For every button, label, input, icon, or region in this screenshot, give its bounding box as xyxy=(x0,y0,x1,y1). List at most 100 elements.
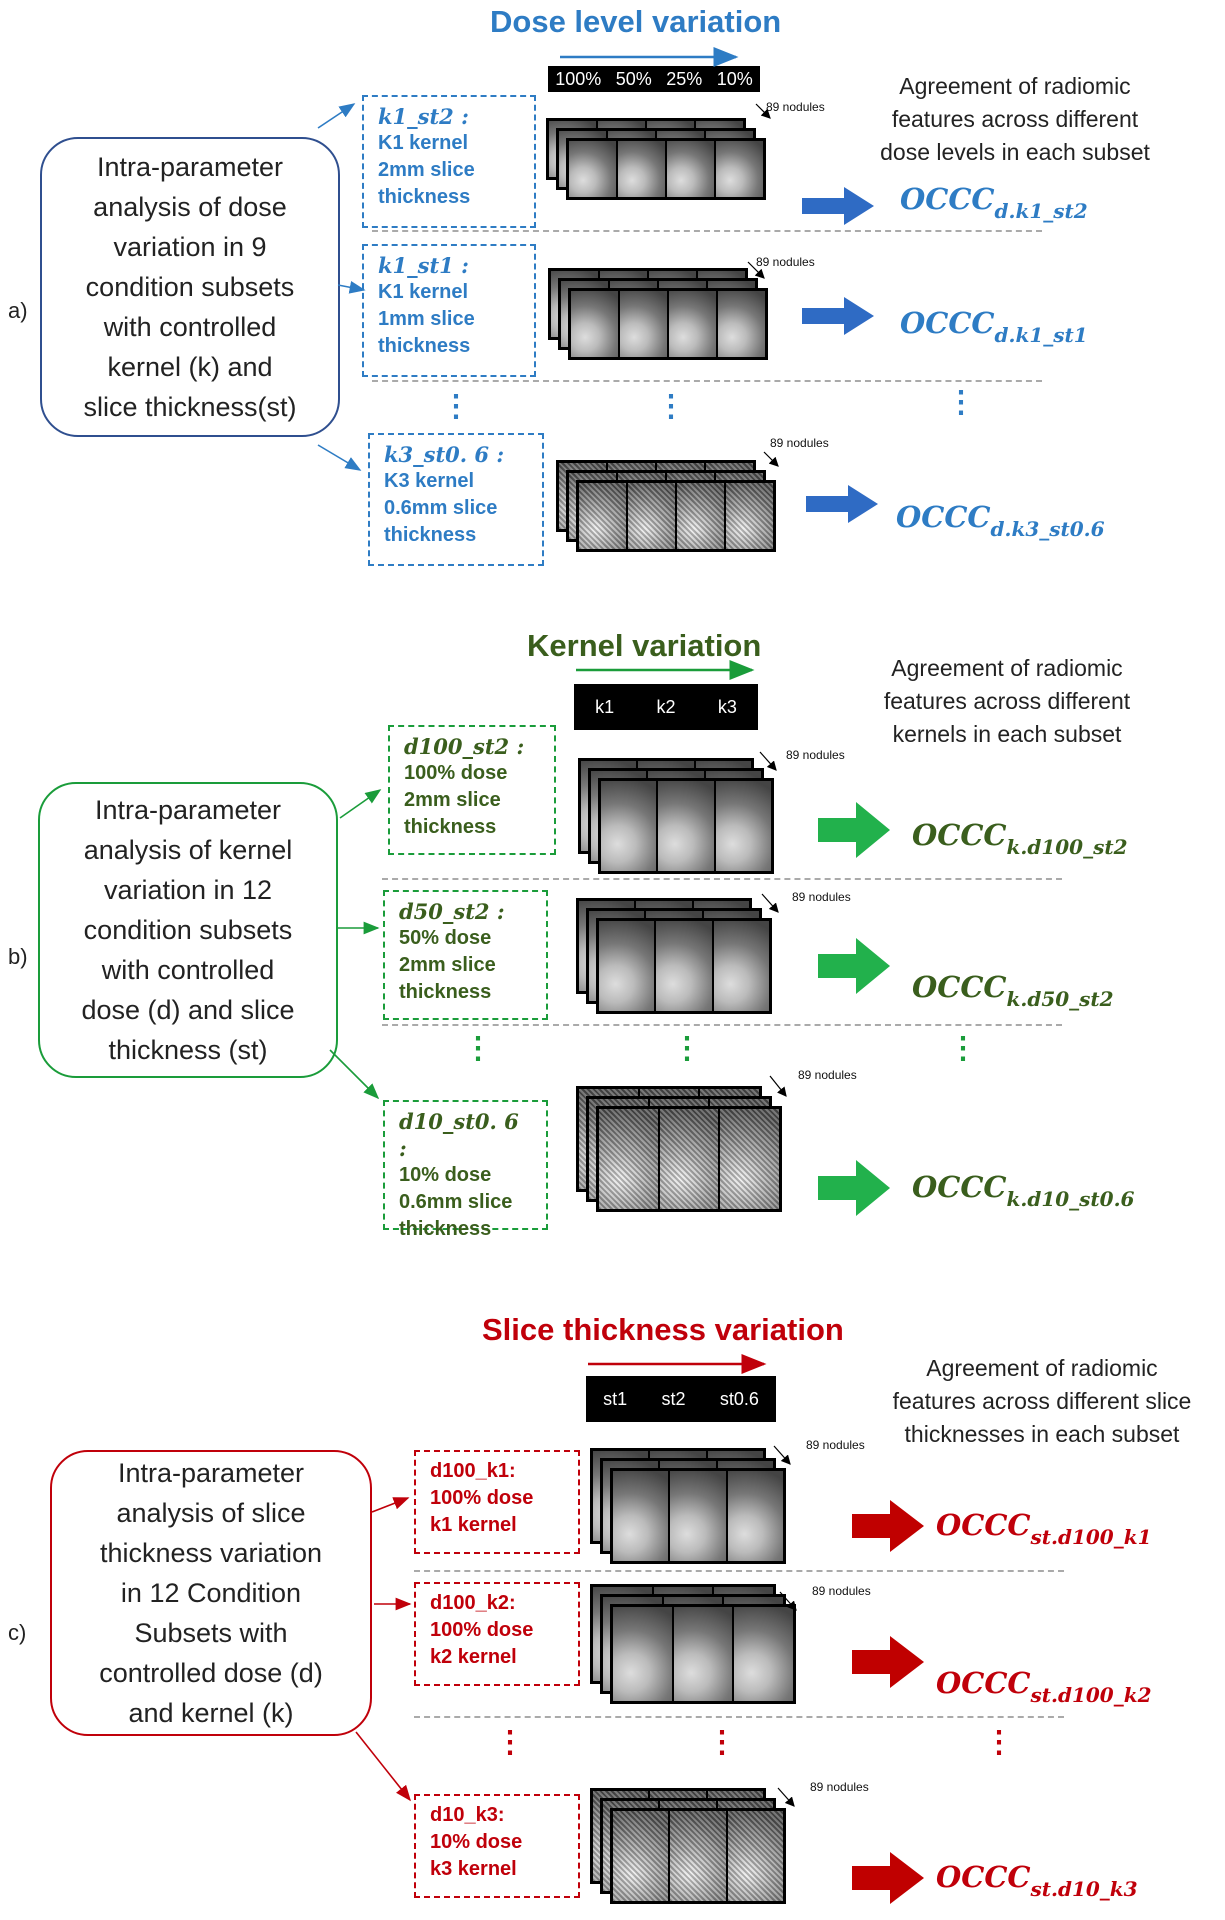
desc-line: features across different xyxy=(891,106,1139,132)
subset-box: d10_st0. 6 : 10% dose 0.6mm slice thickn… xyxy=(383,1100,548,1240)
section-a-title: Dose level variation xyxy=(490,4,782,39)
legend-item: 100% xyxy=(555,68,602,89)
result-arrow xyxy=(852,1636,924,1688)
subset-line: 100% dose xyxy=(430,1487,534,1509)
connector-arrow xyxy=(337,280,366,294)
box-line: thickness (st) xyxy=(108,1035,268,1065)
result-arrow xyxy=(818,938,890,994)
section-b-title: Kernel variation xyxy=(527,628,762,663)
result-arrow xyxy=(852,1500,924,1552)
ellipsis: ⋮ xyxy=(441,390,471,423)
section-b-description: Agreement of radiomic features across di… xyxy=(852,652,1162,751)
nodules-label: 89 nodules xyxy=(810,1780,869,1794)
desc-line: Agreement of radiomic xyxy=(891,655,1123,681)
ct-image-stack xyxy=(546,118,766,200)
occc-label: OCCCd.k3_st0.6 xyxy=(896,500,1105,541)
divider xyxy=(414,1716,1064,1718)
ct-image-stack xyxy=(578,758,774,874)
subset-line: 2mm slice xyxy=(378,159,475,181)
section-a-description: Agreement of radiomic features across di… xyxy=(860,70,1170,169)
box-line: Intra-parameter xyxy=(96,152,284,182)
ct-image-stack xyxy=(576,1086,782,1212)
box-line: variation in 12 xyxy=(103,875,273,905)
subset-box: k1_st2 : K1 kernel 2mm slice thickness xyxy=(362,95,536,228)
ellipsis: ⋮ xyxy=(495,1726,525,1759)
subset-line: thickness xyxy=(399,981,492,1003)
desc-line: Agreement of radiomic xyxy=(899,73,1131,99)
legend-item: st1 xyxy=(603,1388,628,1409)
box-line: variation in 9 xyxy=(113,232,267,262)
box-line: kernel (k) and xyxy=(107,352,273,382)
subset-heading: k1_st2 : xyxy=(378,104,469,129)
subset-line: 100% dose xyxy=(430,1619,534,1641)
ct-image-stack xyxy=(556,460,776,552)
ellipsis: ⋮ xyxy=(463,1032,493,1065)
ellipsis: ⋮ xyxy=(707,1726,737,1759)
subset-heading: d10_st0. 6 : xyxy=(399,1109,519,1161)
box-line: and kernel (k) xyxy=(128,1698,294,1728)
ct-image-stack xyxy=(590,1448,786,1564)
connector-arrow xyxy=(317,444,362,471)
divider xyxy=(382,1024,1062,1026)
legend-item: 10% xyxy=(716,68,753,89)
divider xyxy=(414,1570,1064,1572)
subset-line: k3 kernel xyxy=(430,1858,517,1880)
subset-line: thickness xyxy=(384,524,477,546)
result-arrow xyxy=(806,485,878,523)
subset-heading: k1_st1 : xyxy=(378,253,469,278)
divider xyxy=(382,878,1062,880)
box-line: with controlled xyxy=(101,955,275,985)
nodules-label: 89 nodules xyxy=(798,1068,857,1082)
ellipsis: ⋮ xyxy=(656,390,686,423)
subset-line: thickness xyxy=(378,335,471,357)
connector-arrow xyxy=(339,789,382,819)
result-arrow xyxy=(818,802,890,858)
nodules-label: 89 nodules xyxy=(756,255,815,269)
box-line: condition subsets xyxy=(83,915,293,945)
box-line: Intra-parameter xyxy=(117,1458,305,1488)
ct-image-stack xyxy=(590,1584,796,1704)
ellipsis: ⋮ xyxy=(984,1726,1014,1759)
legend-item: 25% xyxy=(666,68,703,89)
box-line: in 12 Condition xyxy=(120,1578,302,1608)
legend-item: k3 xyxy=(717,696,737,717)
section-c-summary-box: Intra-parameter analysis of slice thickn… xyxy=(50,1450,372,1736)
subset-line: 2mm slice xyxy=(399,954,496,976)
box-line: slice thickness(st) xyxy=(83,392,297,422)
desc-line: kernels in each subset xyxy=(892,721,1122,747)
occc-label: OCCCd.k1_st2 xyxy=(900,182,1088,223)
legend-item: k1 xyxy=(595,696,615,717)
subset-box: d50_st2 : 50% dose 2mm slice thickness xyxy=(383,890,548,1020)
box-line: analysis of kernel xyxy=(83,835,293,865)
legend-item: 50% xyxy=(615,68,652,89)
legend-item: st2 xyxy=(661,1388,686,1409)
ct-image-stack xyxy=(548,268,768,360)
subset-box: d100_st2 : 100% dose 2mm slice thickness xyxy=(388,725,556,855)
section-c-title: Slice thickness variation xyxy=(482,1312,844,1347)
ct-image-stack xyxy=(590,1788,786,1904)
subset-box: d100_k2: 100% dose k2 kernel xyxy=(414,1582,580,1686)
box-line: Subsets with xyxy=(134,1618,288,1648)
legend-item: k2 xyxy=(656,696,676,717)
nodules-label: 89 nodules xyxy=(806,1438,865,1452)
subset-heading: k3_st0. 6 : xyxy=(384,442,505,467)
subset-line: 2mm slice xyxy=(404,789,501,811)
box-line: condition subsets xyxy=(85,272,295,302)
subset-line: 10% dose xyxy=(399,1164,492,1186)
box-line: thickness variation xyxy=(99,1538,323,1568)
box-line: with controlled xyxy=(103,312,277,342)
nodules-label: 89 nodules xyxy=(792,890,851,904)
subset-line: thickness xyxy=(378,186,471,208)
section-c-legend: st1 st2 st0.6 xyxy=(586,1376,776,1422)
subset-line: thickness xyxy=(399,1218,492,1240)
desc-line: Agreement of radiomic xyxy=(926,1355,1158,1381)
box-line: analysis of slice xyxy=(116,1498,306,1528)
section-b-legend: k1 k2 k3 xyxy=(574,684,758,730)
ellipsis: ⋮ xyxy=(672,1032,702,1065)
connector-arrow xyxy=(355,1731,411,1802)
subset-line: 100% dose xyxy=(404,762,508,784)
subset-heading: d100_k1: xyxy=(430,1460,516,1482)
subset-line: 0.6mm slice xyxy=(399,1191,513,1213)
subset-heading: d50_st2 : xyxy=(399,899,505,924)
subset-line: 1mm slice xyxy=(378,308,475,330)
